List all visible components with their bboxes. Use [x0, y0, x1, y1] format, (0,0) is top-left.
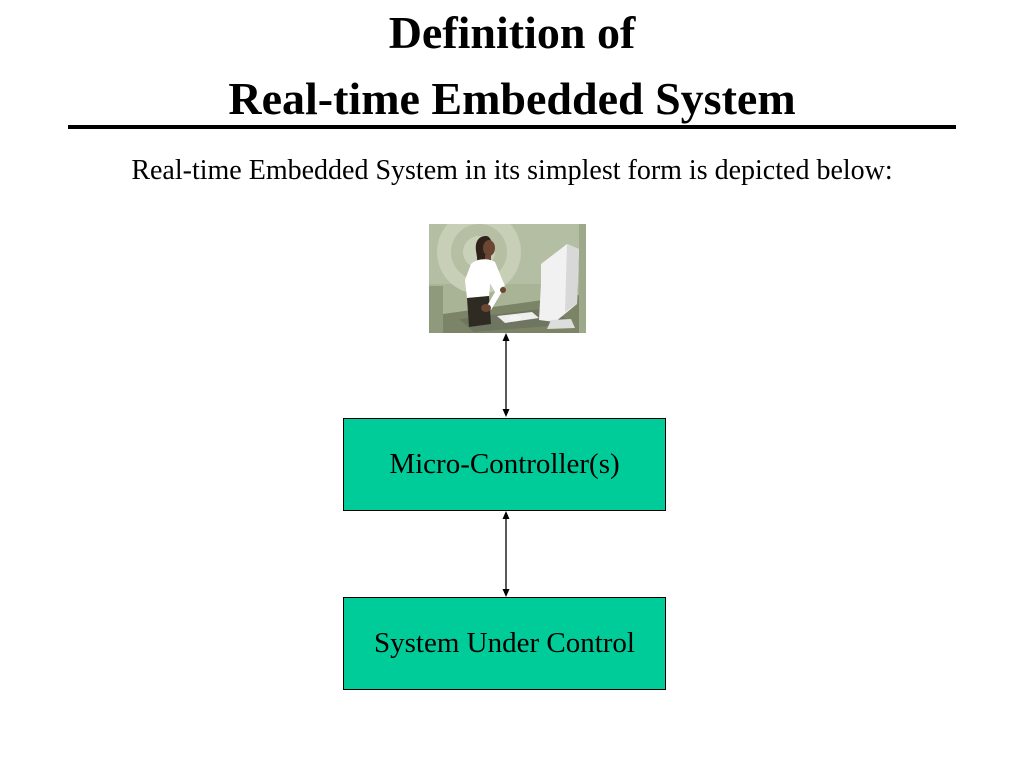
operator-picture	[429, 224, 586, 333]
bottom-bidirectional-arrow	[502, 511, 510, 597]
slide-title-line-1: Definition of	[388, 7, 636, 58]
title-underline	[68, 125, 956, 129]
micro-controller-box: Micro-Controller(s)	[343, 418, 666, 511]
slide-title-line-2: Real-time Embedded System	[228, 73, 796, 124]
top-bidirectional-arrow	[502, 333, 510, 417]
slide-subtitle: Real-time Embedded System in its simples…	[131, 155, 893, 186]
system-under-control-box: System Under Control	[343, 597, 666, 690]
